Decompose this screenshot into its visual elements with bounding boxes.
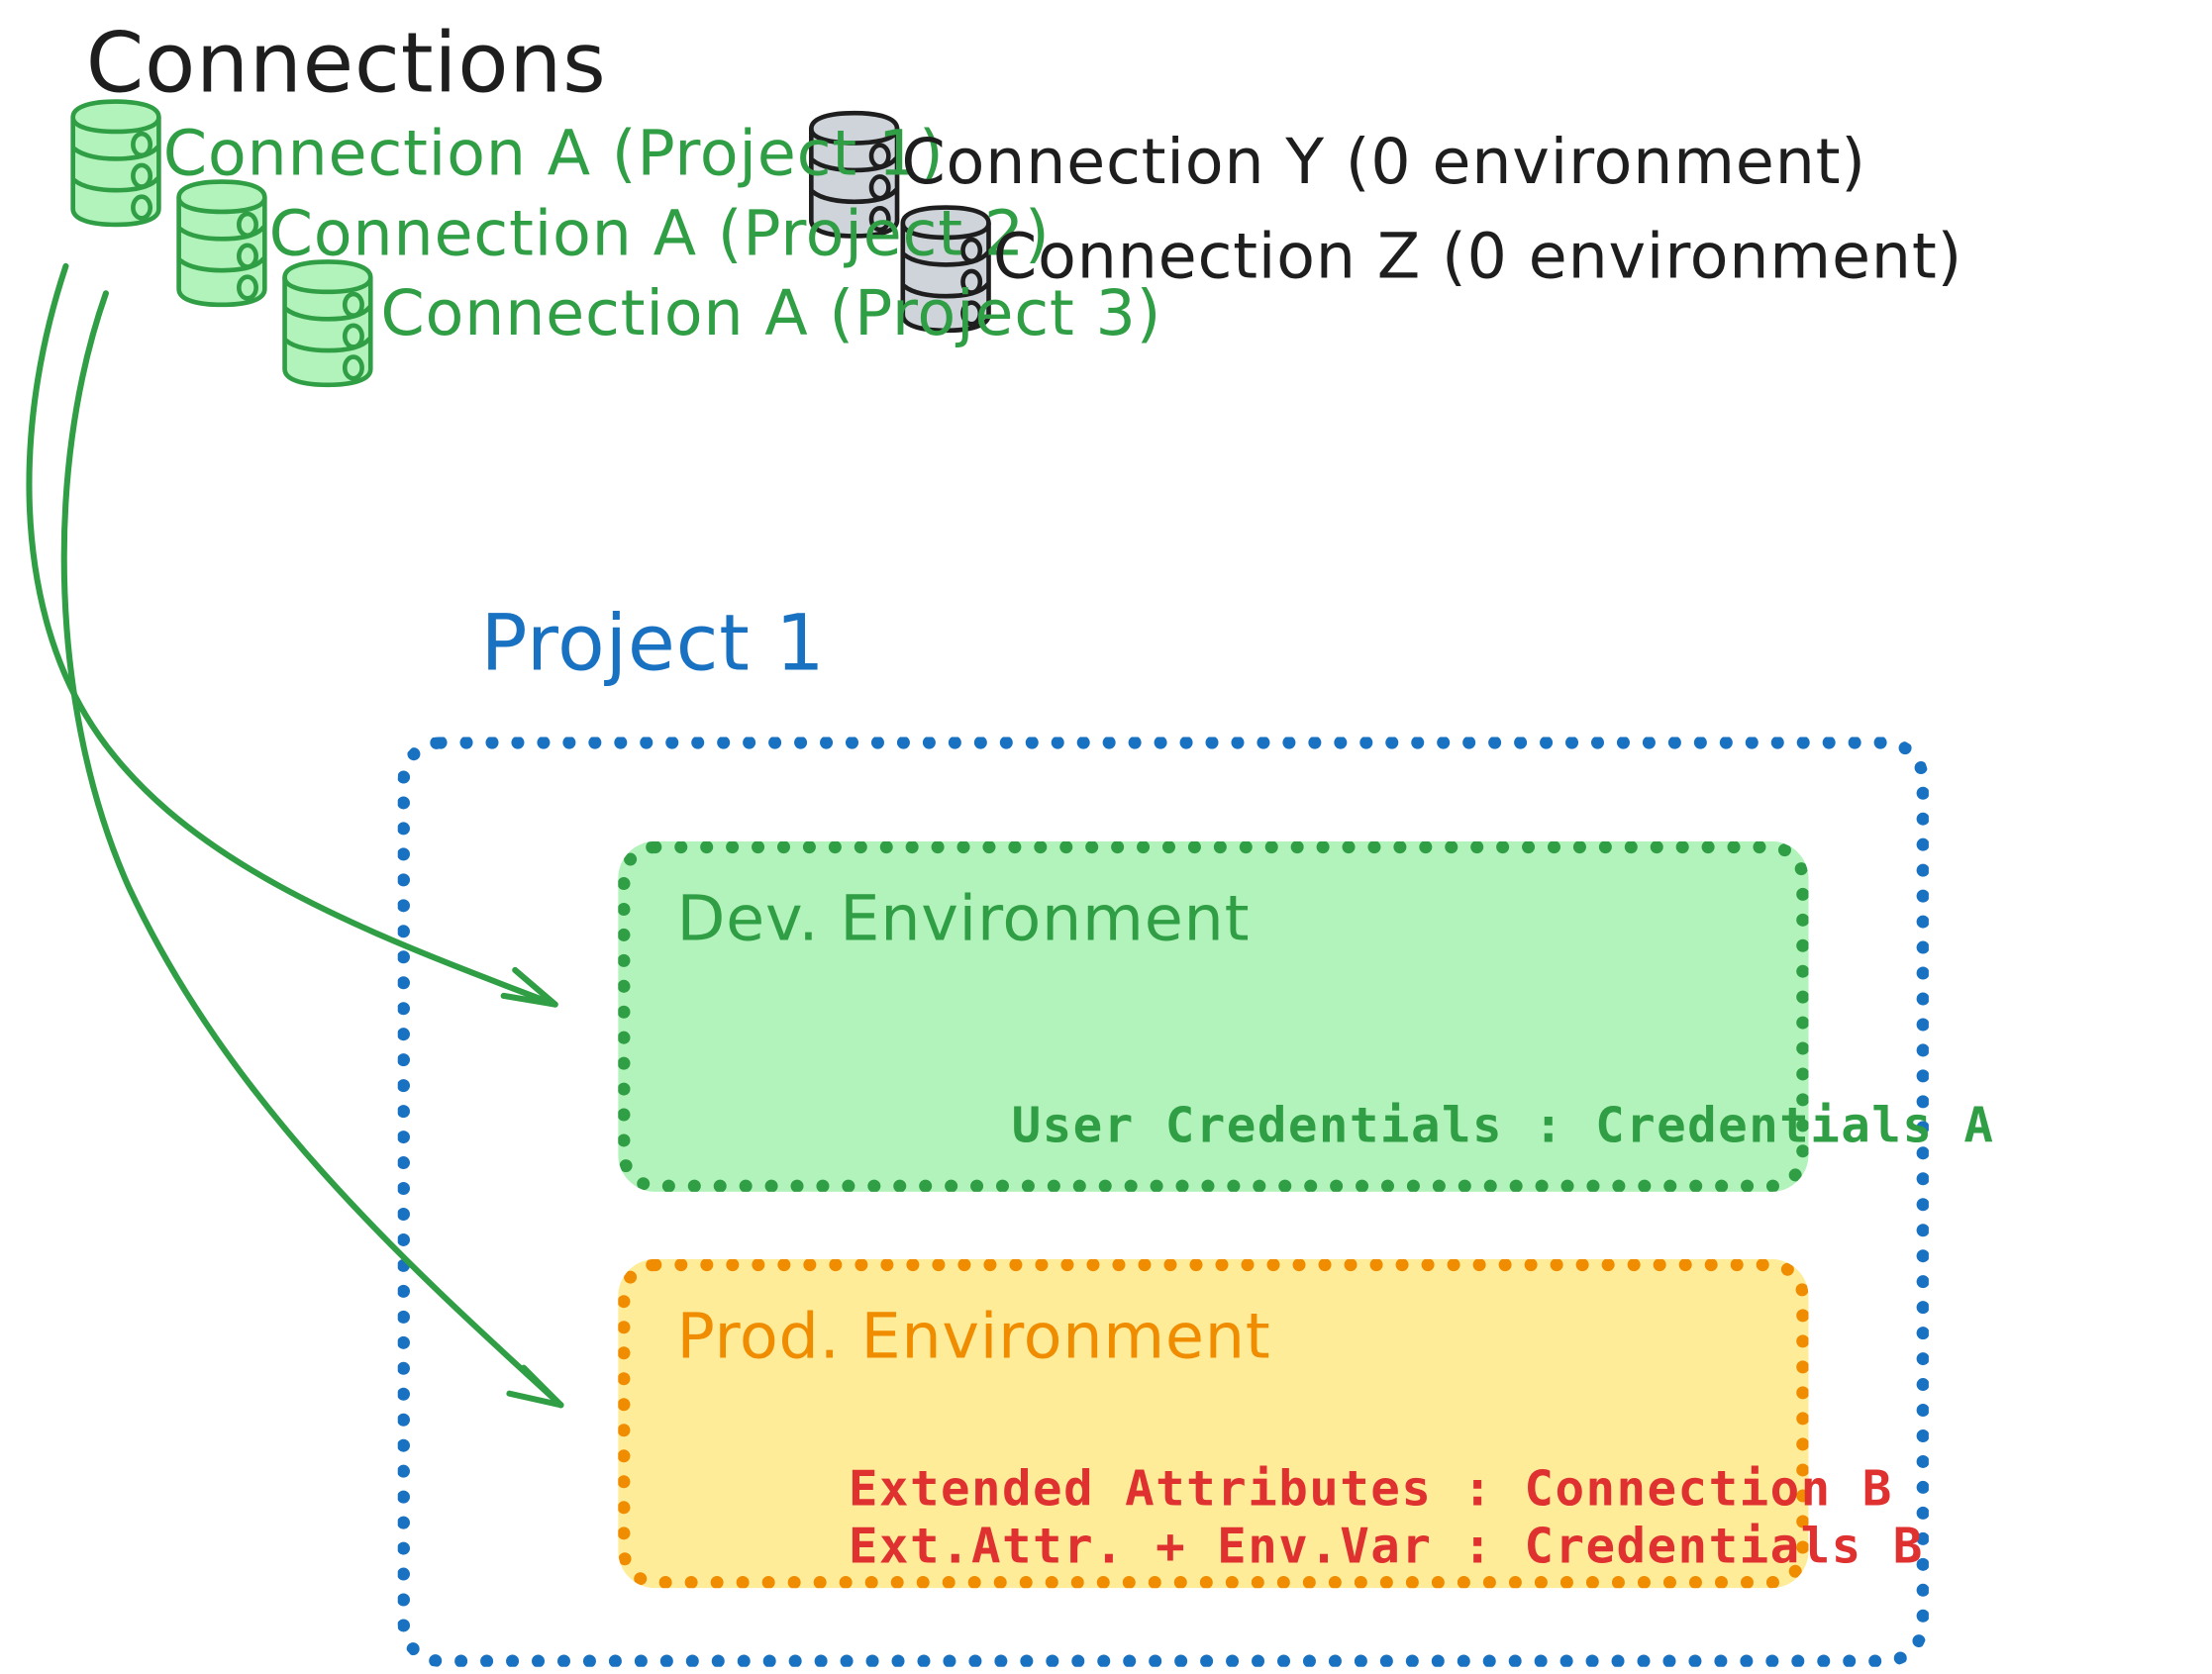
- database-icon-connection-y: [809, 110, 900, 239]
- prod-environment-box: Prod. Environment Extended Attributes : …: [618, 1258, 1922, 1589]
- prod-environment-row-1: Ext.Attr. + Env.Var : Credentials B: [848, 1518, 1924, 1576]
- dev-environment-box: Dev. Environment User Credentials : Cred…: [618, 840, 1993, 1192]
- connection-label-y: Connection Y (0 environment): [901, 126, 1866, 199]
- prod-environment-title: Prod. Environment: [676, 1300, 1271, 1374]
- dev-environment-row-0: User Credentials : Credentials A: [1011, 1097, 1995, 1155]
- database-icon-connection-a-project-2: [176, 179, 267, 308]
- database-icon-connection-a-project-3: [282, 259, 373, 388]
- dev-environment-title: Dev. Environment: [676, 882, 1251, 956]
- page-title: Connections: [85, 14, 607, 112]
- connection-label-a-project-1: Connection A (Project 1): [162, 117, 945, 191]
- prod-environment-row-0: Extended Attributes : Connection B: [848, 1460, 1893, 1519]
- database-icon-connection-z: [900, 205, 991, 334]
- project-title: Project 1: [480, 598, 826, 689]
- database-icon-connection-a-project-1: [70, 99, 161, 228]
- connection-label-z: Connection Z (0 environment): [992, 220, 1963, 294]
- connection-label-a-project-2: Connection A (Project 2): [268, 197, 1051, 271]
